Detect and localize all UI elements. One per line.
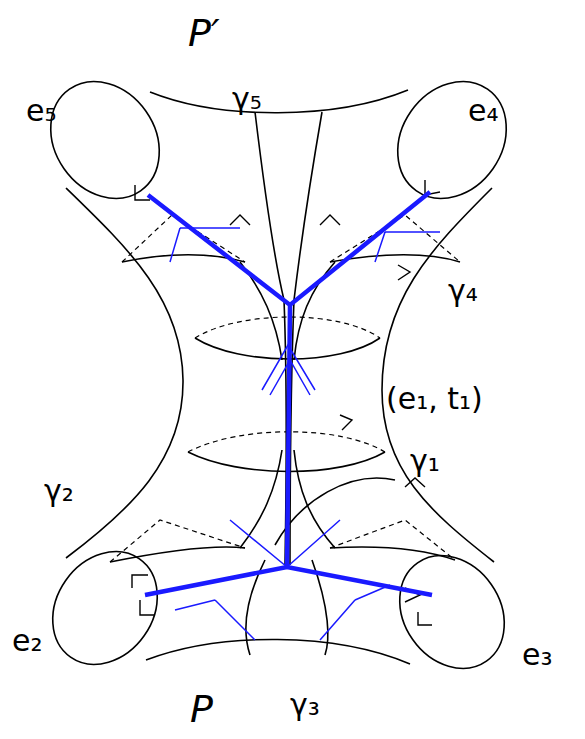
math-label: γ₃ <box>290 690 320 720</box>
math-label: (e₁, t₁) <box>386 384 483 414</box>
math-label: e₃ <box>522 640 552 670</box>
math-label: P′ <box>188 14 220 52</box>
math-label: γ₄ <box>448 276 478 306</box>
math-label: e₄ <box>468 96 498 126</box>
math-label: γ₅ <box>232 84 262 114</box>
math-label: P <box>190 690 213 728</box>
math-label: γ₂ <box>44 476 74 506</box>
math-label: e₂ <box>12 626 42 656</box>
math-label: γ₁ <box>410 446 440 476</box>
math-label: e₅ <box>26 96 56 126</box>
